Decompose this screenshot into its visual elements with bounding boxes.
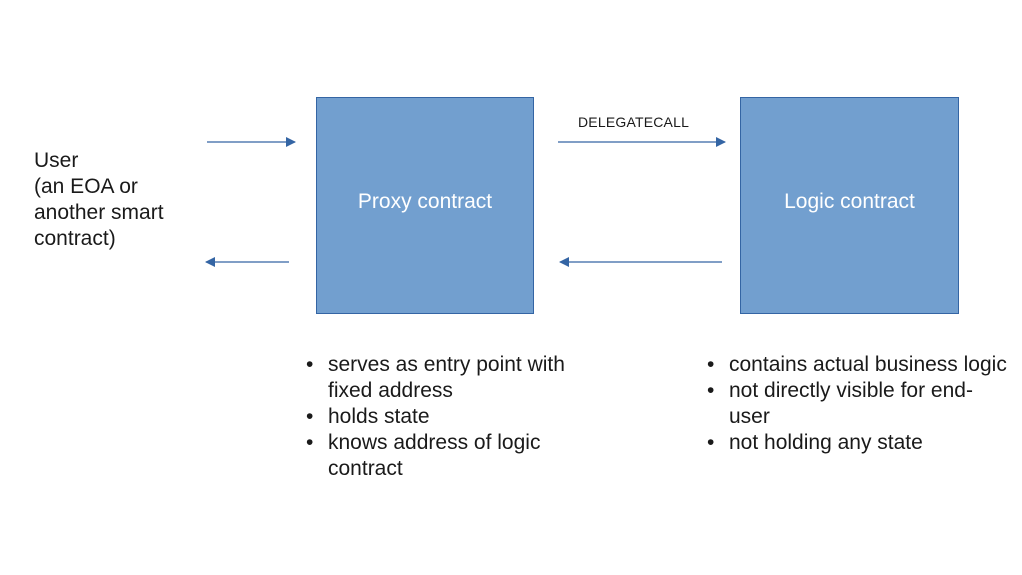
logic-bullet-item: not holding any state bbox=[707, 430, 1007, 456]
user-label-line: contract) bbox=[34, 227, 116, 250]
logic-contract-box: Logic contract bbox=[740, 97, 959, 314]
proxy-bullet-item: serves as entry point with fixed address bbox=[306, 352, 576, 404]
user-label-line: another smart bbox=[34, 201, 164, 224]
user-label-line: (an EOA or bbox=[34, 175, 138, 198]
delegatecall-label: DELEGATECALL bbox=[578, 114, 690, 130]
proxy-contract-box: Proxy contract bbox=[316, 97, 534, 314]
proxy-bullet-item: knows address of logic contract bbox=[306, 430, 576, 482]
proxy-bullet-list: serves as entry point with fixed address… bbox=[306, 352, 576, 482]
proxy-contract-title: Proxy contract bbox=[357, 189, 493, 213]
user-label: User (an EOA or another smart contract) bbox=[34, 148, 204, 252]
logic-bullet-list: contains actual business logic not direc… bbox=[707, 352, 1007, 456]
logic-bullet-item: contains actual business logic bbox=[707, 352, 1007, 378]
logic-contract-title: Logic contract bbox=[784, 189, 915, 213]
proxy-bullet-item: holds state bbox=[306, 404, 576, 430]
user-label-line: User bbox=[34, 149, 79, 172]
logic-bullet-item: not directly visible for end-user bbox=[707, 378, 1007, 430]
